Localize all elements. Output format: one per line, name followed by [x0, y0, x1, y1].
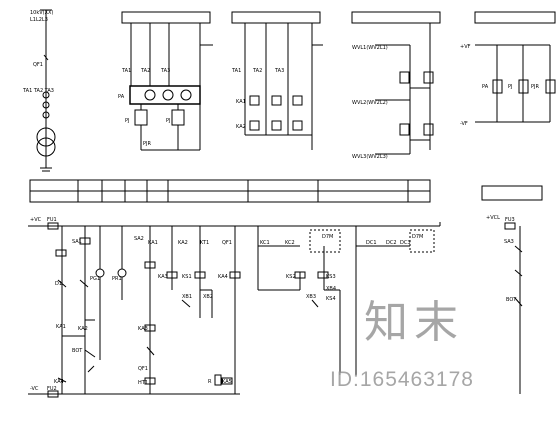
dc-pa-label: PA — [482, 84, 489, 90]
ka2-label: KA2 — [178, 240, 188, 246]
ct-relay-circuit — [231, 11, 323, 150]
qf-label: QF1 — [33, 62, 43, 68]
ta2-label: TA2 — [140, 68, 150, 74]
watermark-id: ID:165463178 — [330, 368, 474, 391]
control-labels: +VC FU1 -VC FU2 +VCL FU3 SA1 SA2 SA3 PG1… — [30, 215, 517, 392]
pg1-label: PG1 — [90, 276, 100, 282]
kc1-label: KC1 — [260, 240, 270, 246]
kt1-label: KT1 — [200, 240, 209, 246]
ka1-coil-label: KA1 — [56, 324, 66, 330]
ka4-label: KA4 — [218, 274, 228, 280]
xb3-label: XB3 — [306, 294, 316, 300]
qf1-label: QF1 — [222, 240, 232, 246]
dc2-label: DC2 — [386, 240, 397, 246]
vc-minus-label: -VC — [30, 386, 39, 392]
ka5-label: KA5 — [222, 379, 232, 385]
sa3-label: SA3 — [504, 239, 514, 245]
ka2-coil-label: KA2 — [78, 326, 88, 332]
dc3-label: DC3 — [400, 240, 411, 246]
pj-label: PJ — [125, 118, 130, 124]
box2-ta3-label: TA3 — [274, 68, 284, 74]
wv-l2-label: WVL2(WV2L2) — [352, 100, 388, 106]
ta3-label: TA3 — [160, 68, 170, 74]
ks2-label: KS2 — [286, 274, 296, 280]
ht1-label: HT1 — [138, 380, 148, 386]
vplus-label: +VF — [460, 44, 471, 50]
sa1-label: SA1 — [72, 239, 82, 245]
bus-label: 10kV(XX) — [30, 10, 53, 16]
ct-ammeter-circuit — [121, 11, 213, 151]
fu2-label: FU2 — [47, 386, 57, 392]
control-circuit — [28, 222, 523, 398]
fu3-label: FU3 — [505, 217, 515, 223]
bot2-label: BOT — [506, 297, 517, 303]
dc-pj-label: PJ — [508, 84, 513, 90]
ta1-label: TA1 — [121, 68, 131, 74]
bus-sub-label: L1L2L3 — [30, 17, 48, 23]
primary-one-line — [36, 9, 56, 172]
xb2-label: XB2 — [203, 294, 213, 300]
xb1-label: XB1 — [182, 294, 192, 300]
pjr-label: PJR — [143, 141, 151, 147]
d7m-label-2: D7M — [412, 234, 423, 240]
watermark-logo: 知末 — [364, 298, 464, 347]
ks3-label: KS3 — [326, 274, 336, 280]
d1-label: D1 — [55, 281, 62, 287]
ta-label: TA1 TA2 TA3 — [22, 88, 54, 94]
dc-pjr-label: PJR — [531, 84, 539, 90]
ka4-coil-label: KA4 — [54, 379, 64, 385]
ka3-coil-label: KA3 — [138, 326, 148, 332]
function-header-table — [29, 179, 543, 203]
bot1-label: BOT — [72, 348, 83, 354]
ks1-label: KS1 — [182, 274, 192, 280]
pj-label-2: PJ — [166, 118, 171, 124]
wv-l1-label: WVL1(WV2L1) — [352, 45, 388, 51]
box2-ta1-label: TA1 — [231, 68, 241, 74]
box2-ka2-label: KA2 — [236, 124, 246, 130]
dc-meter-circuit — [474, 11, 556, 123]
pa-label: PA — [118, 94, 125, 100]
wv-l3-label: WVL3(WV2L3) — [352, 154, 388, 160]
fu1-label: FU1 — [47, 217, 57, 223]
pt-voltage-circuit — [351, 11, 441, 155]
r-label: R — [208, 379, 212, 385]
box2-ta2-label: TA2 — [252, 68, 262, 74]
box2-ka1-label: KA1 — [236, 99, 246, 105]
dc1-label: DC1 — [366, 240, 377, 246]
ks4-label: KS4 — [326, 296, 336, 302]
vc-plus-label: +VC — [30, 217, 42, 223]
d7m-label: D7M — [322, 234, 333, 240]
vcl-label: +VCL — [486, 215, 500, 221]
sa2-label: SA2 — [134, 236, 144, 242]
ka3-label: KA3 — [158, 274, 168, 280]
pr1-label: PR1 — [112, 276, 122, 282]
vminus-label: -VF — [460, 121, 468, 127]
qf1-coil-label: QF1 — [138, 366, 148, 372]
ka1-label: KA1 — [148, 240, 158, 246]
kc2-label: KC2 — [285, 240, 295, 246]
xb4-label: XB4 — [326, 286, 336, 292]
